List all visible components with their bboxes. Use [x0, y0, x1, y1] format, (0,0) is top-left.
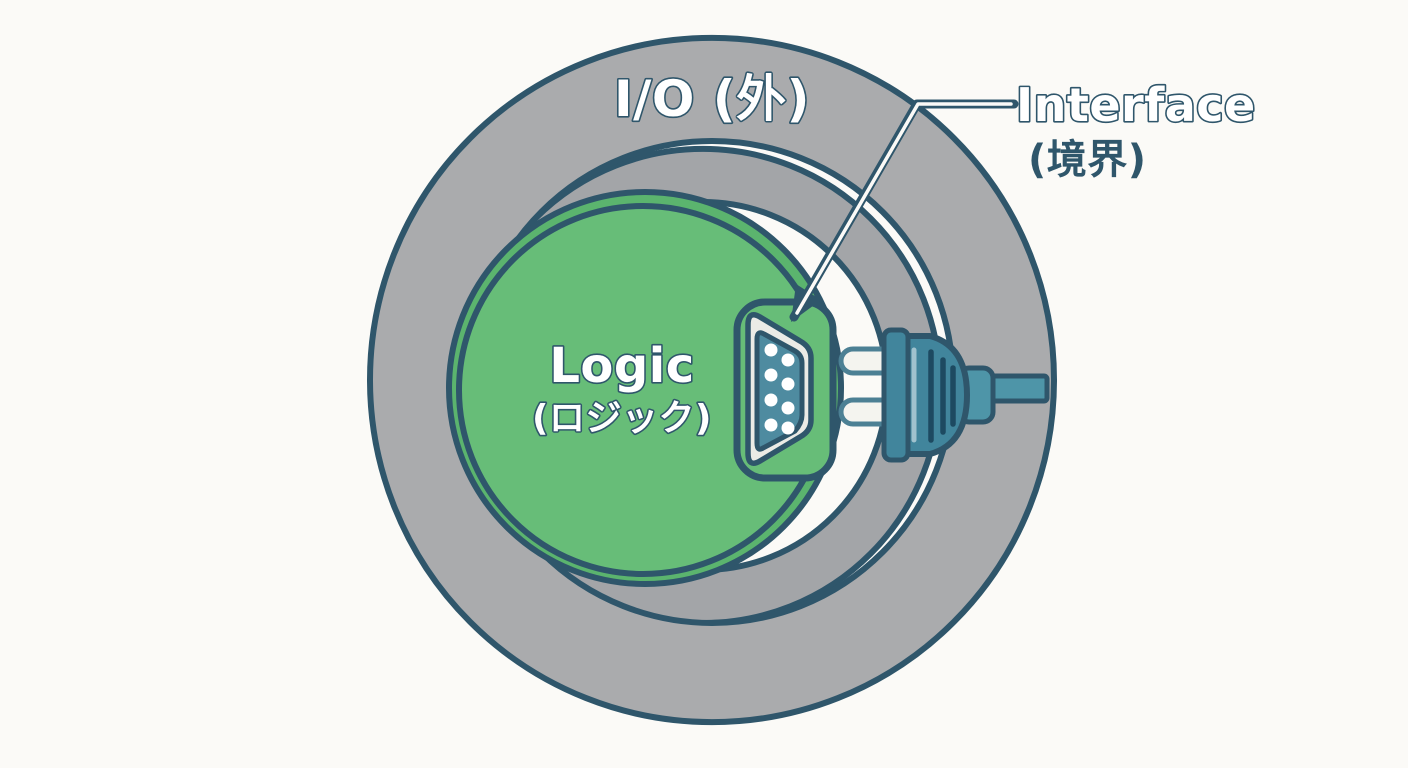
io-ring-label: I/O (外) — [614, 70, 810, 128]
interface-callout-sublabel: (境界) — [1028, 137, 1147, 183]
plug-cord — [987, 373, 1050, 404]
port-pin — [764, 418, 778, 432]
port-pin — [764, 343, 778, 357]
serial-port-face — [754, 330, 805, 452]
logic-core-label: Logic — [549, 338, 694, 394]
port-pin — [781, 377, 795, 391]
plug-faceplate — [881, 327, 911, 463]
power-plug-icon — [838, 327, 1050, 463]
port-pin — [764, 393, 778, 407]
port-pin — [781, 353, 795, 367]
port-pin — [781, 401, 795, 415]
interface-callout-label: Interface — [1016, 78, 1256, 132]
port-pin — [764, 368, 778, 382]
port-pin — [781, 421, 795, 435]
logic-core-sublabel: (ロジック) — [532, 398, 712, 439]
serial-port-icon — [745, 312, 814, 466]
callout-leader-core — [795, 102, 1013, 315]
callout-arrow-icon — [789, 99, 1019, 322]
